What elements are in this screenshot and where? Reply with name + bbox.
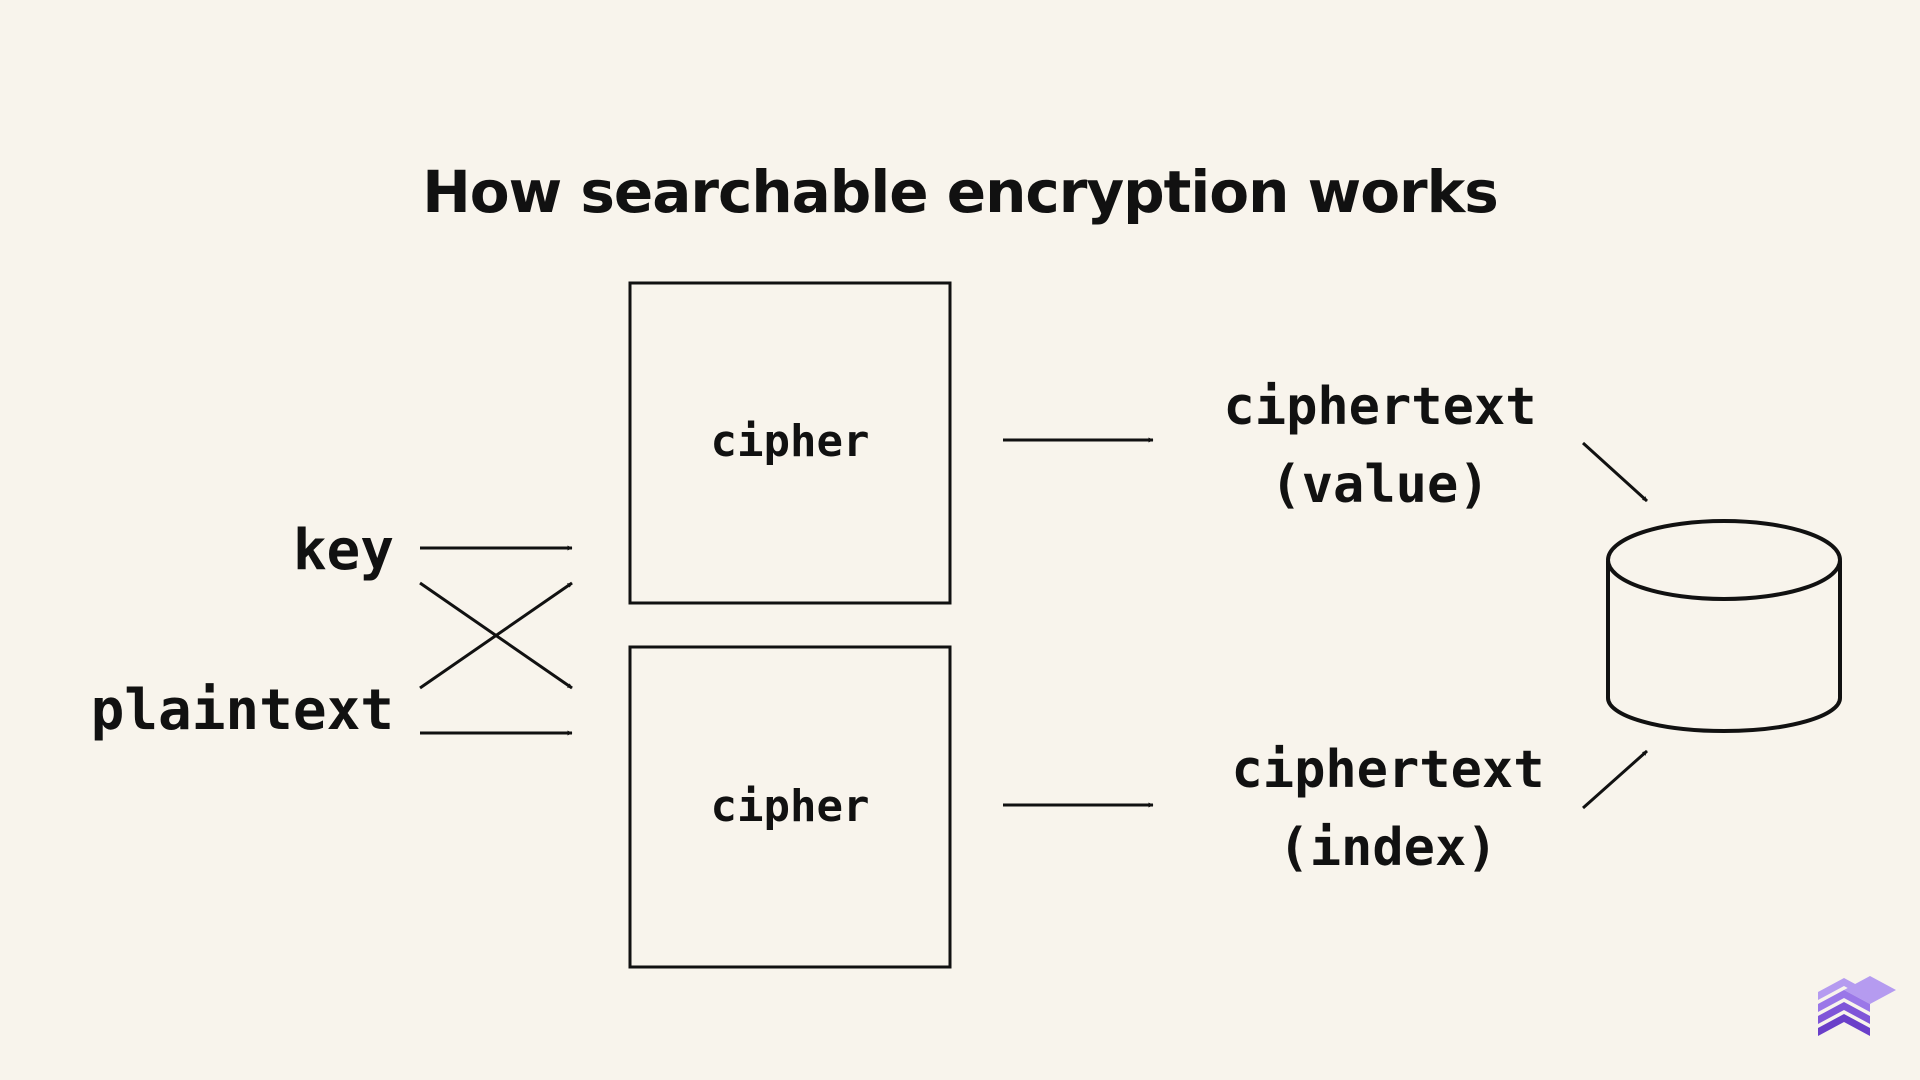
arrow-plaintext-to-top-cipher	[419, 581, 573, 690]
output-arrows	[1003, 437, 1649, 810]
cipher-box-top	[628, 281, 952, 605]
arrow-index-to-database	[1582, 749, 1648, 810]
output-label-ciphertext-index: ciphertext (index)	[1188, 731, 1588, 887]
arrow-value-to-database	[1581, 441, 1649, 503]
cipher-label-bottom: cipher	[710, 781, 870, 832]
brand-logo-icon	[1818, 976, 1896, 1036]
output-index-line2: (index)	[1278, 818, 1498, 878]
output-index-line1: ciphertext	[1231, 740, 1545, 800]
input-arrows	[419, 545, 573, 736]
database-icon	[1606, 519, 1842, 733]
output-value-line1: ciphertext	[1223, 377, 1537, 437]
output-value-line2: (value)	[1270, 455, 1490, 515]
output-label-ciphertext-value: ciphertext (value)	[1180, 368, 1580, 524]
cipher-label-top: cipher	[710, 416, 870, 467]
cipher-box-bottom	[628, 645, 952, 969]
input-label-key: key	[292, 518, 394, 583]
input-label-plaintext: plaintext	[90, 678, 394, 743]
diagram-title: How searchable encryption works	[422, 158, 1499, 226]
